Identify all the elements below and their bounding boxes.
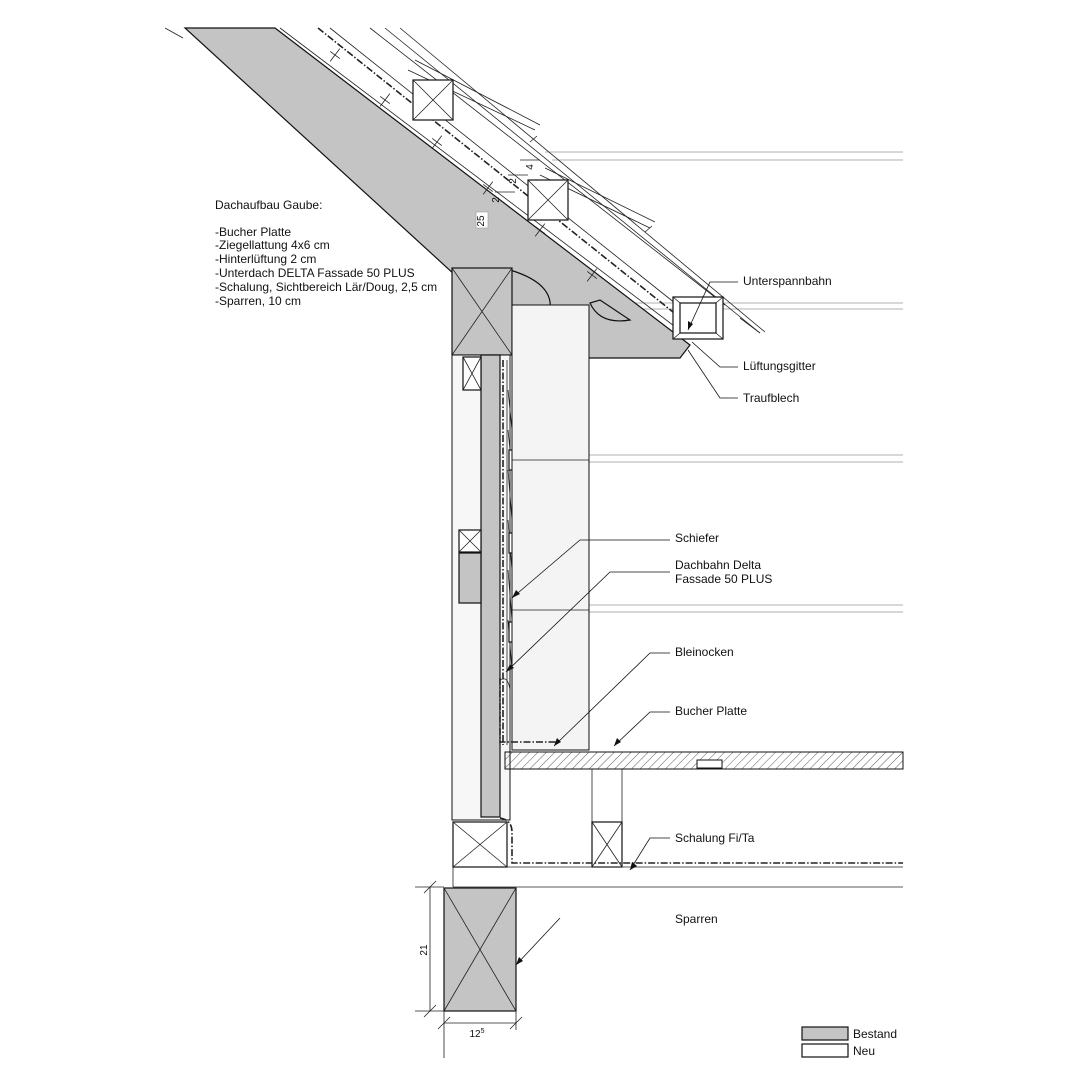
build-up-title: Dachaufbau Gaube: bbox=[215, 198, 322, 212]
label-schiefer: Schiefer bbox=[675, 531, 719, 545]
roof-battens bbox=[412, 79, 724, 340]
build-up-layer: -Unterdach DELTA Fassade 50 PLUS bbox=[215, 266, 415, 280]
callout-labels: Unterspannbahn Lüftungsgitter Traufblech… bbox=[675, 274, 832, 926]
slope-dimensions: 4 2 2 25 bbox=[475, 159, 540, 229]
dim-height: 21 bbox=[419, 944, 430, 956]
roof-build-up-note: Dachaufbau Gaube: -Bucher Platte -Ziegel… bbox=[215, 198, 437, 308]
rafter-dimensions: 21 125 bbox=[415, 880, 523, 1058]
legend-swatch-neu bbox=[801, 1043, 849, 1058]
label-bucher-platte: Bucher Platte bbox=[675, 704, 747, 718]
lower-beams bbox=[452, 817, 903, 888]
dormer-wall bbox=[451, 354, 511, 821]
existing-rafter bbox=[183, 27, 691, 359]
label-schalung: Schalung Fi/Ta bbox=[675, 831, 755, 845]
legend-swatch-bestand bbox=[801, 1026, 849, 1041]
floor-board bbox=[504, 751, 904, 822]
legend: Bestand Neu bbox=[801, 1026, 897, 1058]
main-rafter bbox=[443, 887, 517, 1012]
label-dachbahn-2: Fassade 50 PLUS bbox=[675, 572, 772, 586]
build-up-layer: -Hinterlüftung 2 cm bbox=[215, 252, 316, 266]
label-unterspannbahn: Unterspannbahn bbox=[743, 274, 832, 288]
dim-width: 125 bbox=[469, 1028, 484, 1040]
label-bleinocken: Bleinocken bbox=[675, 645, 734, 659]
dim-2b: 2 bbox=[491, 197, 502, 203]
label-sparren: Sparren bbox=[675, 912, 718, 926]
dormer-cavity bbox=[499, 304, 590, 751]
label-dachbahn-1: Dachbahn Delta bbox=[675, 558, 761, 572]
build-up-layer: -Sparren, 10 cm bbox=[215, 294, 301, 308]
label-lueftungsgitter: Lüftungsgitter bbox=[743, 359, 816, 373]
roof-layers bbox=[164, 27, 766, 339]
legend-label-neu: Neu bbox=[853, 1044, 875, 1058]
label-traufblech: Traufblech bbox=[743, 391, 799, 405]
leader-lines bbox=[505, 281, 738, 966]
legend-label-bestand: Bestand bbox=[853, 1027, 897, 1041]
dim-2a: 2 bbox=[508, 178, 519, 184]
build-up-layer: -Schalung, Sichtbereich Lär/Doug, 2,5 cm bbox=[215, 280, 437, 294]
nail-marks bbox=[329, 48, 598, 282]
dim-25: 25 bbox=[476, 215, 487, 227]
build-up-layer: -Bucher Platte bbox=[215, 225, 291, 239]
dim-4: 4 bbox=[525, 164, 536, 170]
build-up-layer: -Ziegellattung 4x6 cm bbox=[215, 238, 330, 252]
top-beam bbox=[451, 267, 513, 356]
